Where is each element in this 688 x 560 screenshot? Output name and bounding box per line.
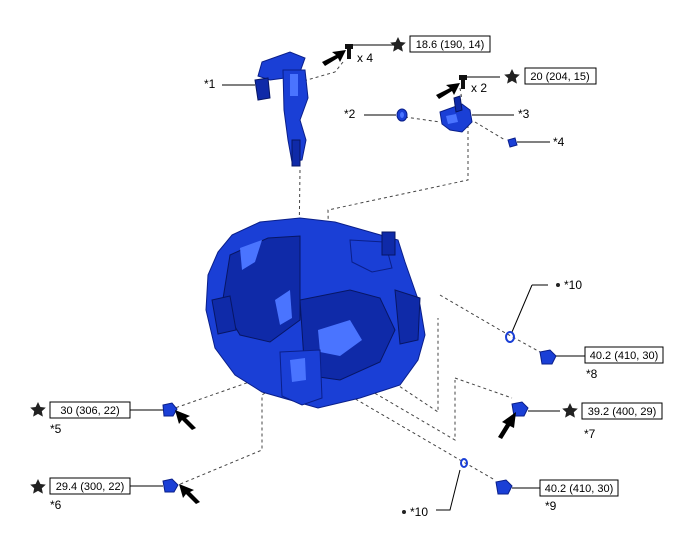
arrow-icon (322, 50, 346, 66)
part-1-shift-lever (254, 51, 309, 167)
torque-value-5: 30 (306, 22) (60, 405, 119, 417)
arrow-icon (436, 83, 460, 99)
dot-icon (402, 510, 406, 514)
bolt-icon (459, 75, 467, 89)
qty-bolts-right: x 2 (471, 81, 487, 95)
arrow-icon (175, 410, 196, 430)
dot-icon (556, 283, 560, 287)
label-part-1: *1 (204, 77, 216, 91)
star-icon (562, 403, 578, 418)
star-icon (390, 37, 406, 52)
label-part-10-upper: *10 (564, 278, 582, 292)
label-part-4: *4 (553, 135, 565, 149)
star-icon (30, 479, 46, 494)
star-icon (30, 402, 46, 417)
part-9-plug (495, 479, 513, 495)
o-ring-icon (460, 458, 468, 468)
label-part-6: *6 (50, 498, 62, 512)
torque-value-6: 29.4 (300, 22) (56, 481, 125, 493)
qty-bolts-top: x 4 (357, 51, 373, 65)
label-part-10-lower: *10 (410, 505, 428, 519)
leader-part-10-lower (436, 469, 461, 511)
o-ring-icon (505, 331, 515, 343)
torque-value-4: 39.2 (400, 29) (588, 406, 657, 418)
part-6-plug (162, 478, 179, 493)
label-part-2: *2 (344, 107, 356, 121)
part-4-pin (507, 137, 518, 148)
star-icon (504, 69, 520, 84)
part-5-plug (162, 402, 178, 417)
torque-box-7 (539, 479, 619, 497)
torque-box-4 (581, 402, 663, 420)
label-part-8: *8 (586, 367, 598, 381)
torque-value-2: 20 (204, 15) (530, 71, 589, 83)
torque-box-2 (524, 67, 597, 85)
torque-value-3: 40.2 (410, 30) (590, 350, 659, 362)
arrow-icon (179, 484, 200, 504)
arrow-icon (498, 412, 516, 439)
part-2-seal (396, 108, 408, 122)
label-part-3: *3 (518, 107, 530, 121)
transaxle-assembly (205, 217, 426, 409)
part-3-bracket (439, 95, 473, 133)
leader-part-10-upper (511, 284, 548, 333)
label-part-7: *7 (584, 427, 596, 441)
label-part-9: *9 (545, 499, 557, 513)
torque-value-7: 40.2 (410, 30) (545, 483, 614, 495)
part-8-plug (539, 349, 557, 365)
torque-box-3 (584, 346, 664, 364)
torque-box-1 (409, 35, 491, 53)
label-part-5: *5 (50, 422, 62, 436)
bolt-icon (345, 44, 353, 59)
torque-value-1: 18.6 (190, 14) (416, 39, 485, 51)
